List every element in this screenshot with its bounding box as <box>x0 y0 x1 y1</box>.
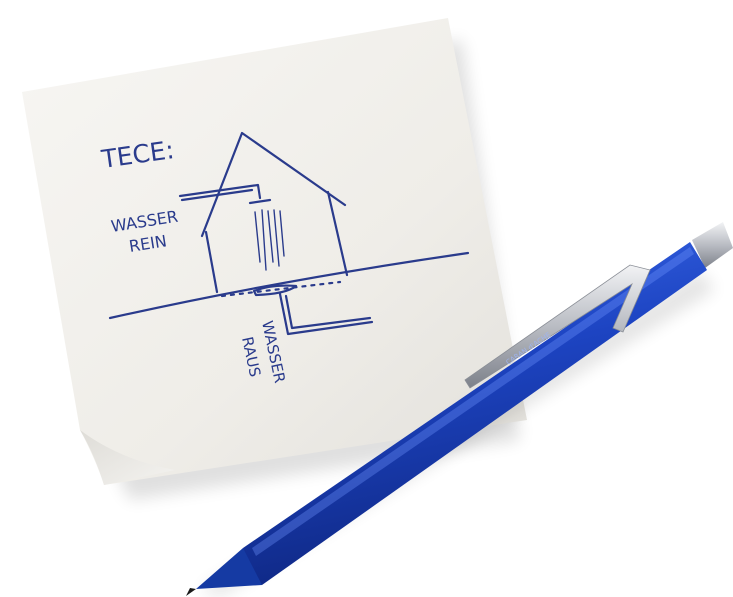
pen-tip-point <box>186 588 196 596</box>
